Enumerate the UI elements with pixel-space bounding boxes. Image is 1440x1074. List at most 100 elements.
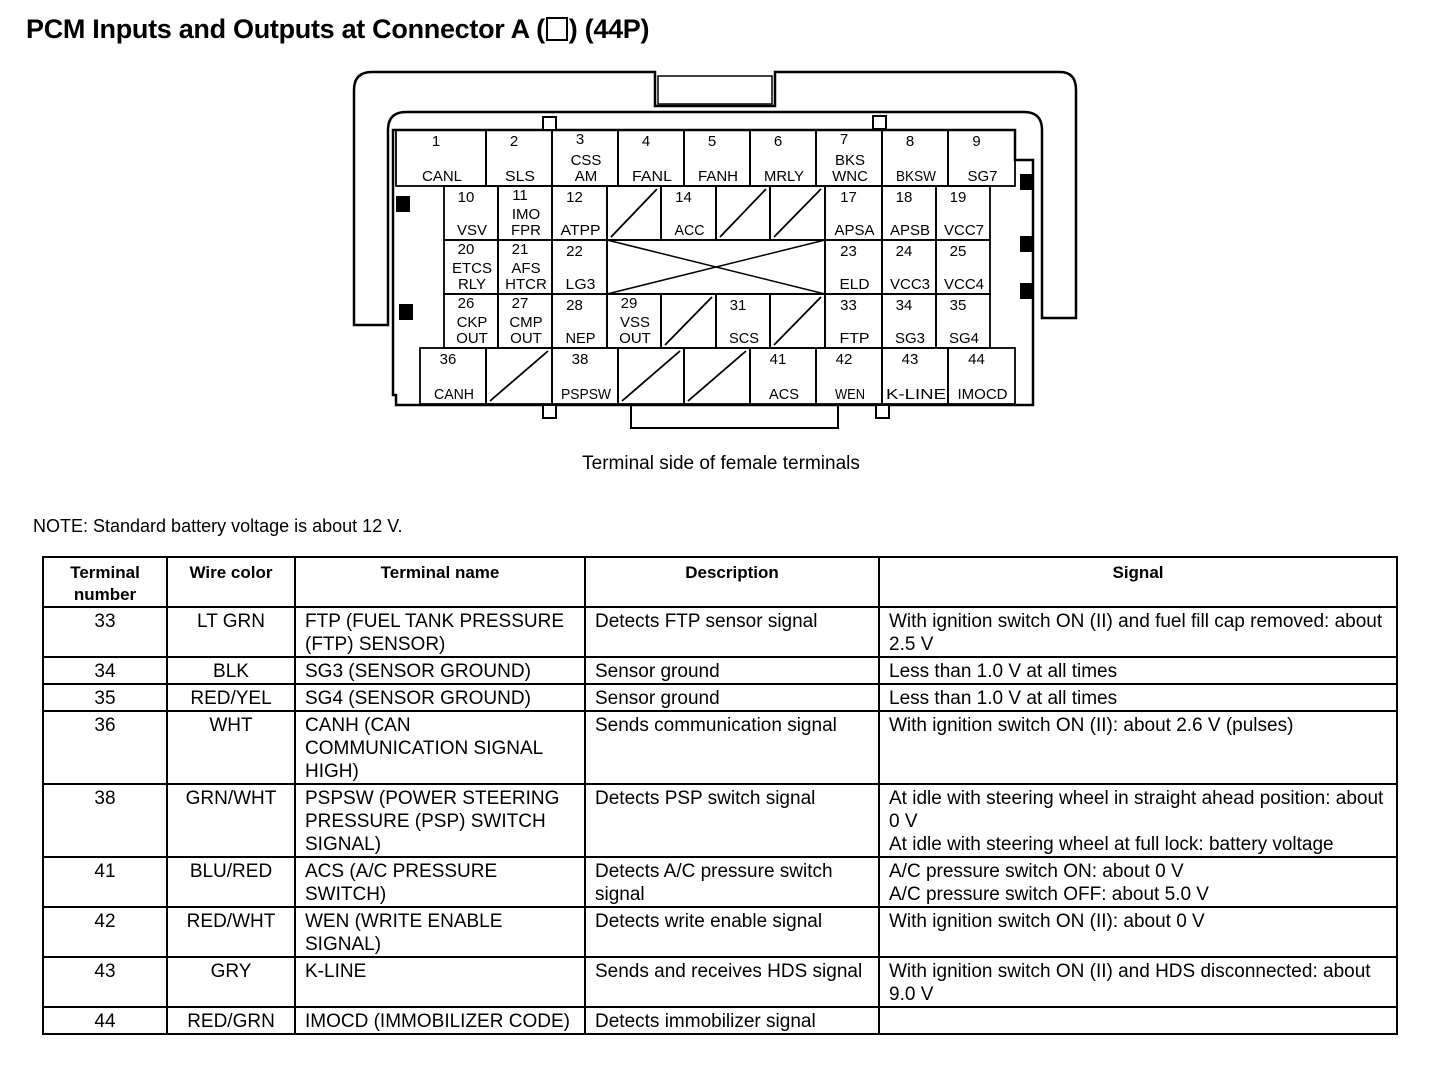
terminal-label: WNC (832, 168, 868, 185)
terminal-number: 3 (576, 131, 584, 148)
terminal-name-cell: PSPSW (POWER STEERING PRESSURE (PSP) SWI… (294, 783, 586, 858)
terminal-number: 41 (770, 351, 787, 368)
terminal-number: 38 (572, 351, 589, 368)
terminal-label: AM (575, 168, 598, 185)
terminal-label: VCC4 (944, 276, 984, 293)
terminal-number: 27 (512, 295, 529, 312)
terminal-number: 5 (708, 133, 716, 150)
terminal-number: 17 (840, 189, 857, 206)
wire-color-cell: GRN/WHT (166, 783, 296, 858)
signal-cell: Less than 1.0 V at all times (878, 683, 1398, 712)
terminal-label: SG4 (949, 330, 979, 347)
terminal-label: VCC3 (890, 276, 930, 293)
terminal-name-cell: SG3 (SENSOR GROUND) (294, 656, 586, 685)
terminal-name-cell: IMOCD (IMMOBILIZER CODE) (294, 1006, 586, 1035)
terminal-label: FTP (840, 330, 870, 347)
description-cell: Sensor ground (584, 656, 880, 685)
terminal-label: LG3 (566, 276, 596, 293)
page-title: PCM Inputs and Outputs at Connector A ()… (26, 14, 650, 45)
wire-color-cell: GRY (166, 956, 296, 1008)
description-cell: Detects FTP sensor signal (584, 606, 880, 658)
terminal-label: ACC (675, 222, 705, 239)
terminal-number: 35 (950, 297, 967, 314)
note-text: NOTE: Standard battery voltage is about … (33, 516, 403, 536)
wire-color-cell: WHT (166, 710, 296, 785)
connector-shape-icon (545, 17, 568, 41)
description-cell: Sensor ground (584, 683, 880, 712)
terminal-number-cell: 34 (42, 656, 168, 685)
terminal-number: 8 (906, 133, 914, 150)
terminal-number: 44 (968, 351, 985, 368)
header-terminal-number: Terminal number (42, 556, 168, 608)
terminal-number-cell: 38 (42, 783, 168, 858)
terminal-label: SG7 (968, 168, 998, 185)
terminal-number: 25 (950, 243, 967, 260)
terminal-label: OUT (456, 330, 488, 347)
terminal-number: 36 (440, 351, 457, 368)
terminal-label: CMP (509, 314, 542, 331)
terminal-label: BKS (835, 152, 865, 169)
terminal-label: SG3 (895, 330, 925, 347)
terminal-label: OUT (619, 330, 651, 347)
terminal-name-cell: SG4 (SENSOR GROUND) (294, 683, 586, 712)
terminal-label: ETCS (452, 260, 492, 277)
wire-color-cell: RED/WHT (166, 906, 296, 958)
terminal-number-cell: 44 (42, 1006, 168, 1035)
header-wire-color: Wire color (166, 556, 296, 608)
signal-cell: With ignition switch ON (II) and fuel fi… (878, 606, 1398, 658)
terminal-label: K-LINE (886, 386, 946, 403)
description-cell: Detects write enable signal (584, 906, 880, 958)
terminal-number: 34 (896, 297, 913, 314)
terminal-number: 21 (512, 241, 529, 258)
terminal-number: 1 (432, 133, 440, 150)
wire-color-cell: RED/YEL (166, 683, 296, 712)
terminal-table: Terminal number Wire color Terminal name… (42, 556, 1398, 1035)
description-cell: Detects A/C pressure switch signal (584, 856, 880, 908)
terminal-number: 7 (840, 131, 848, 148)
description-cell: Sends and receives HDS signal (584, 956, 880, 1008)
terminal-label: OUT (510, 330, 542, 347)
header-description: Description (584, 556, 880, 608)
header-terminal-name: Terminal name (294, 556, 586, 608)
signal-cell: With ignition switch ON (II): about 2.6 … (878, 710, 1398, 785)
terminal-label: FPR (511, 222, 541, 239)
terminal-name-cell: K-LINE (294, 956, 586, 1008)
terminal-label: AFS (511, 260, 540, 277)
terminal-label: FANH (698, 168, 738, 185)
terminal-number: 23 (840, 243, 857, 260)
terminal-number: 24 (896, 243, 913, 260)
connector-housing (352, 70, 1078, 327)
wire-color-cell: LT GRN (166, 606, 296, 658)
description-cell: Detects immobilizer signal (584, 1006, 880, 1035)
terminal-number: 18 (896, 189, 913, 206)
terminal-label: FANL (632, 168, 672, 185)
description-cell: Sends communication signal (584, 710, 880, 785)
terminal-name-cell: ACS (A/C PRESSURE SWITCH) (294, 856, 586, 908)
terminal-label: SCS (729, 330, 759, 347)
terminal-number: 19 (950, 189, 967, 206)
terminal-name-cell: FTP (FUEL TANK PRESSURE (FTP) SENSOR) (294, 606, 586, 658)
terminal-number-cell: 42 (42, 906, 168, 958)
terminal-number: 26 (458, 295, 475, 312)
terminal-number: 28 (566, 297, 583, 314)
wire-color-cell: RED/GRN (166, 1006, 296, 1035)
signal-cell (878, 1006, 1398, 1035)
signal-cell: Less than 1.0 V at all times (878, 656, 1398, 685)
terminal-number-cell: 35 (42, 683, 168, 712)
diagram-caption: Terminal side of female terminals (0, 453, 1440, 475)
terminal-number: 9 (972, 133, 980, 150)
terminal-label: HTCR (505, 276, 547, 293)
terminal-label: APSA (835, 222, 875, 239)
terminal-number-cell: 36 (42, 710, 168, 785)
terminal-number: 42 (836, 351, 853, 368)
terminal-label: APSB (890, 222, 930, 239)
terminal-label: IMOCD (958, 386, 1008, 403)
terminal-number-cell: 41 (42, 856, 168, 908)
table-header-row: Terminal number Wire color Terminal name… (42, 556, 1398, 608)
terminal-label: CANH (434, 386, 474, 403)
